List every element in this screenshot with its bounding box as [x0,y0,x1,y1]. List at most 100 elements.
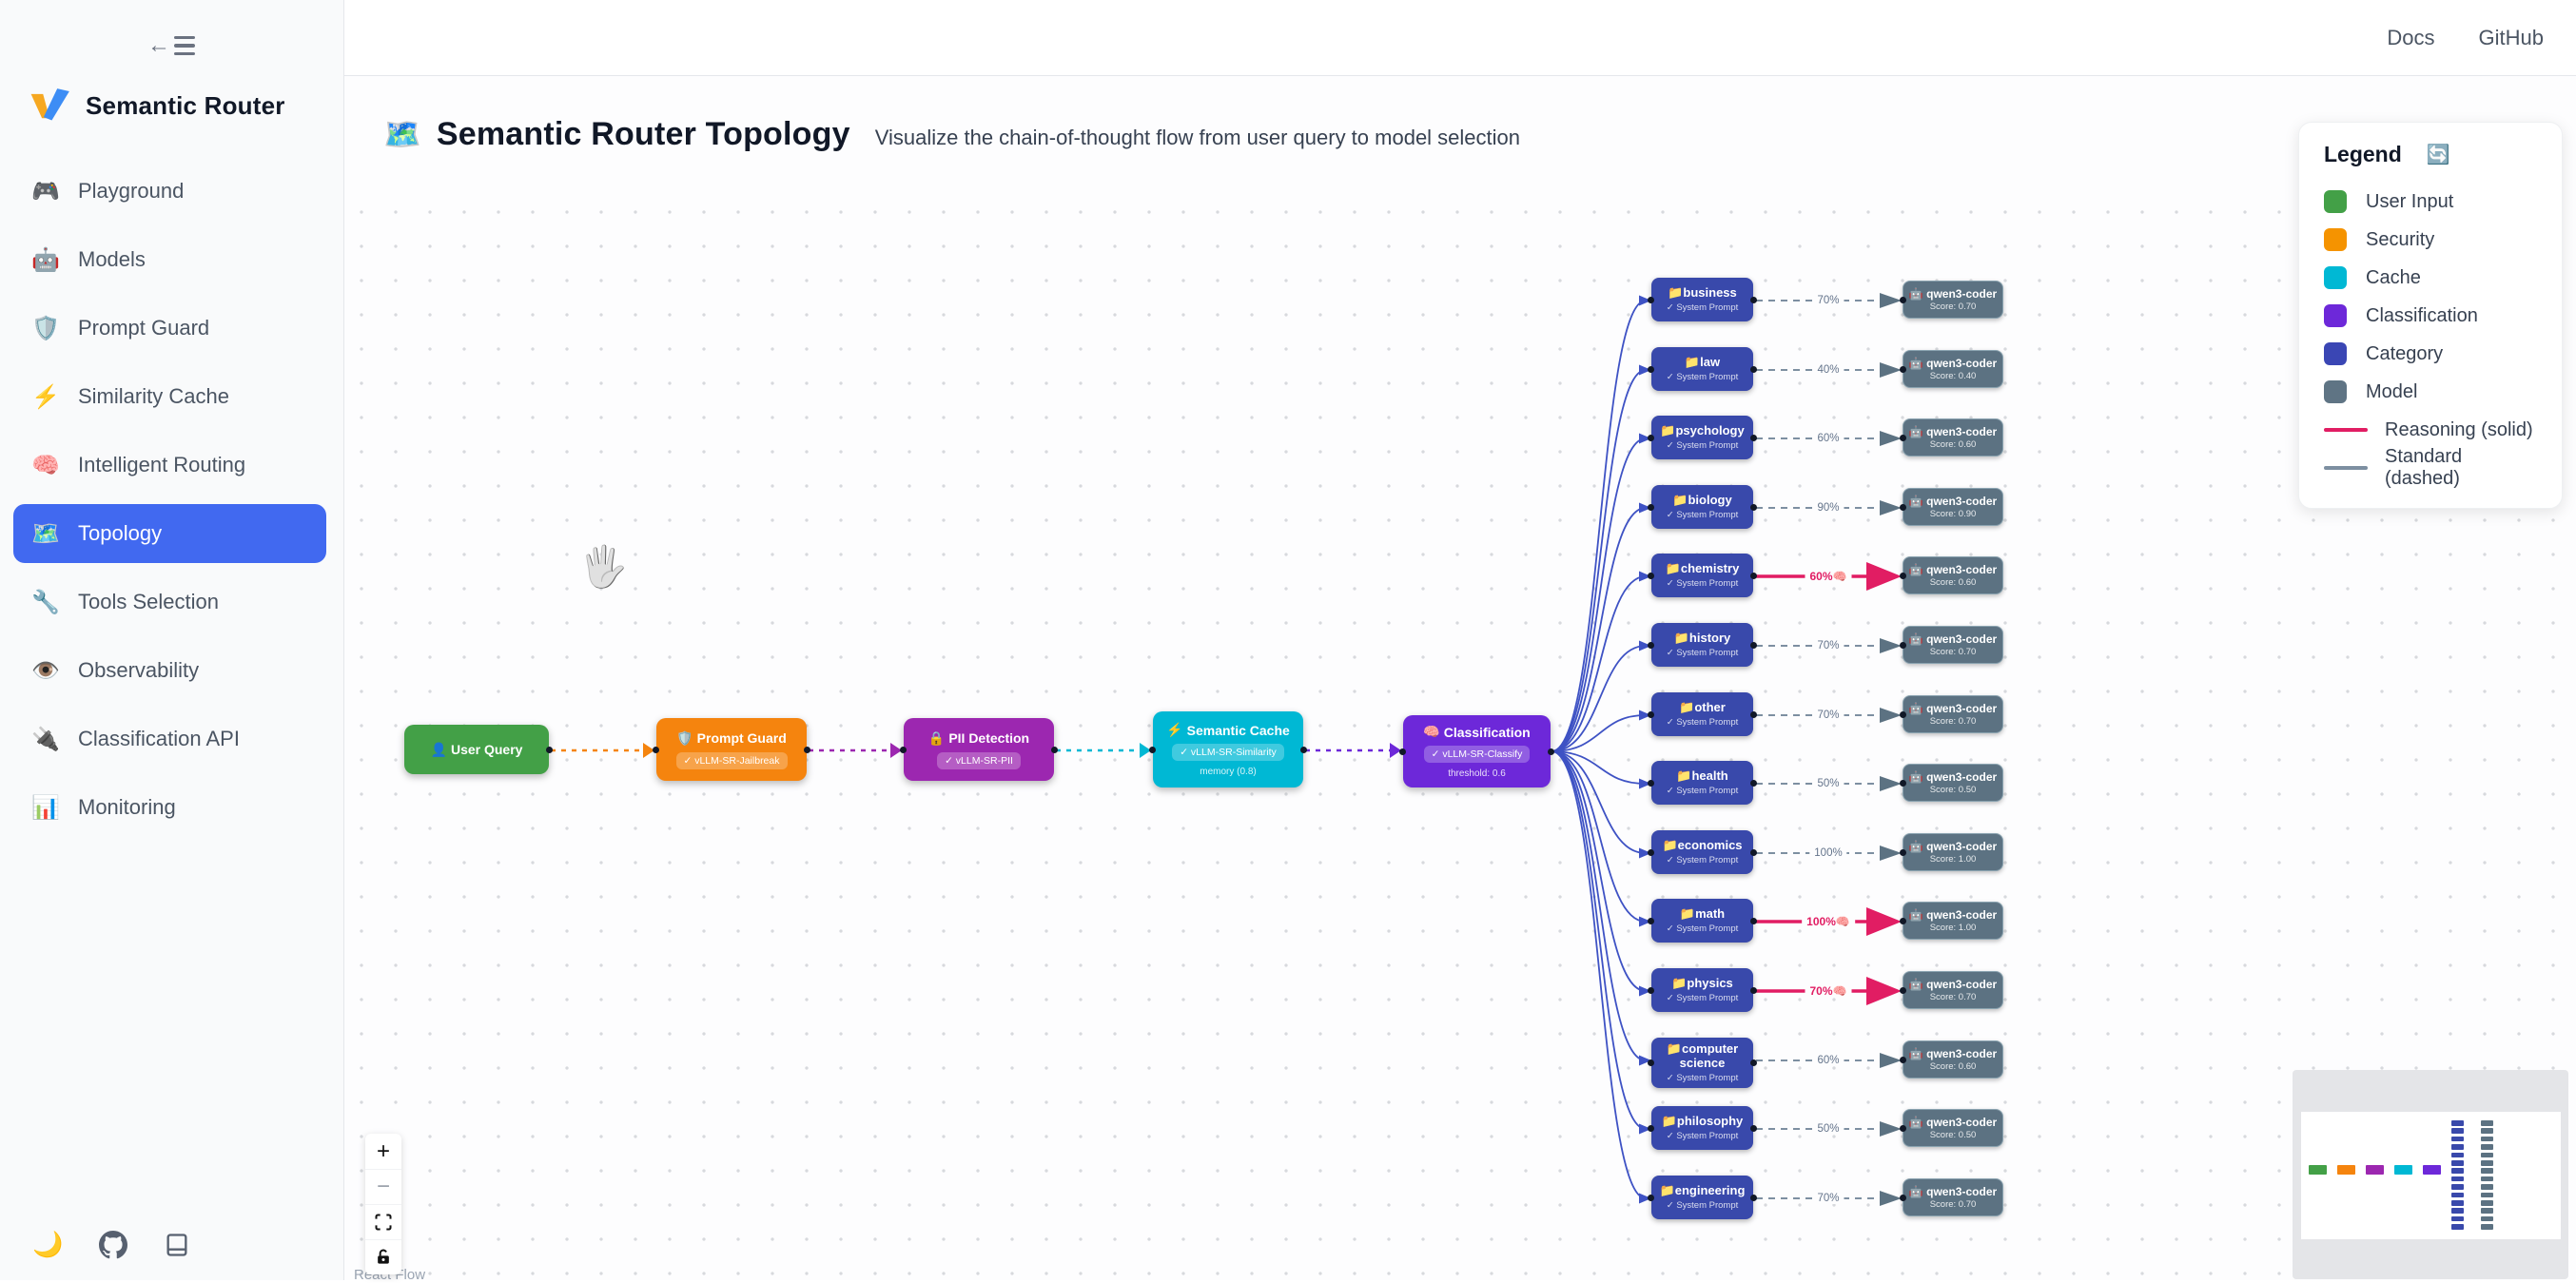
edge-percent-label: 70% [1812,1193,1844,1204]
lock-interactivity-button[interactable] [365,1239,401,1274]
model-node-economics[interactable]: 🤖 qwen3-coder Score: 1.00 [1900,833,2003,871]
category-node-business[interactable]: 📁business ✓ System Prompt [1648,278,1757,321]
folder-icon: 📁 [1662,838,1678,853]
model-title: 🤖 qwen3-coder [1908,1047,1998,1060]
folder-icon: 📁 [1661,1114,1677,1129]
model-score: Score: 0.70 [1929,647,1977,657]
folder-icon: 📁 [1660,423,1676,438]
category-node-physics[interactable]: 📁physics ✓ System Prompt [1648,968,1757,1012]
model-node-physics[interactable]: 🤖 qwen3-coder Score: 0.70 [1900,971,2003,1009]
robot-icon: 🤖 [1908,287,1923,301]
sidebar-item-monitoring[interactable]: 📊 Monitoring [13,778,326,837]
robot-icon: 🤖 [1908,702,1923,715]
sidebar-collapse-button[interactable]: ← [143,29,200,63]
category-title: 📁philosophy [1661,1114,1744,1129]
category-node-psychology[interactable]: 📁psychology ✓ System Prompt [1648,416,1757,459]
model-badge: ✓ vLLM-SR-Jailbreak [675,751,788,769]
category-node-engineering[interactable]: 📁engineering ✓ System Prompt [1648,1176,1757,1219]
model-title: 🤖 qwen3-coder [1908,495,1998,508]
pipeline-node-prompt-guard[interactable]: 🛡️Prompt Guard ✓ vLLM-SR-Jailbreak [653,718,810,781]
sidebar-item-icon: 🧠 [31,452,60,478]
minimap[interactable] [2293,1070,2568,1279]
robot-icon: 🤖 [1908,563,1923,576]
category-node-law[interactable]: 📁law ✓ System Prompt [1648,347,1757,391]
model-node-chemistry[interactable]: 🤖 qwen3-coder Score: 0.60 [1900,556,2003,594]
category-node-chemistry[interactable]: 📁chemistry ✓ System Prompt [1648,554,1757,597]
sidebar-item-prompt-guard[interactable]: 🛡️ Prompt Guard [13,299,326,358]
sidebar-item-label: Topology [78,521,163,545]
category-node-other[interactable]: 📁other ✓ System Prompt [1648,692,1757,736]
model-title: 🤖 qwen3-coder [1908,908,1998,922]
github-link[interactable]: GitHub [2478,25,2544,49]
minimap-node [2481,1128,2493,1134]
sidebar-item-label: Playground [78,179,185,203]
zoom-in-button[interactable]: + [376,1137,390,1164]
sidebar-item-playground[interactable]: 🎮 Playground [13,162,326,221]
category-node-economics[interactable]: 📁economics ✓ System Prompt [1648,830,1757,874]
docs-link[interactable]: Docs [2387,25,2435,49]
pipeline-node-user-query[interactable]: 👤User Query [404,725,553,774]
model-node-math[interactable]: 🤖 qwen3-coder Score: 1.00 [1900,902,2003,940]
sidebar-item-topology[interactable]: 🗺️ Topology [13,504,326,563]
model-node-engineering[interactable]: 🤖 qwen3-coder Score: 0.70 [1900,1178,2003,1216]
github-icon[interactable] [99,1230,128,1259]
folder-icon: 📁 [1671,976,1688,991]
category-system-prompt: ✓ System Prompt [1666,577,1739,589]
model-node-psychology[interactable]: 🤖 qwen3-coder Score: 0.60 [1900,418,2003,457]
minimap-node [2451,1168,2464,1174]
edge-percent-label: 40% [1812,364,1844,376]
legend-item: Classification [2324,297,2537,335]
category-node-health[interactable]: 📁health ✓ System Prompt [1648,761,1757,805]
zoom-out-button[interactable]: − [365,1169,401,1204]
legend-item-label: Cache [2366,266,2421,288]
topology-canvas[interactable]: 🗺️ Semantic Router Topology Visualize th… [344,76,2576,1283]
robot-icon: 🤖 [1908,1116,1923,1129]
legend-color-swatch [2324,342,2347,365]
pipeline-node-classification[interactable]: 🧠Classification ✓ vLLM-SR-Classify thres… [1399,715,1554,787]
model-node-philosophy[interactable]: 🤖 qwen3-coder Score: 0.50 [1900,1109,2003,1147]
model-node-biology[interactable]: 🤖 qwen3-coder Score: 0.90 [1900,488,2003,526]
category-node-biology[interactable]: 📁biology ✓ System Prompt [1648,485,1757,529]
model-title: 🤖 qwen3-coder [1908,1116,1998,1129]
edge-percent-label: 70% [1812,710,1844,721]
pipeline-node-pii-detection[interactable]: 🔒PII Detection ✓ vLLM-SR-PII [900,718,1058,781]
category-system-prompt: ✓ System Prompt [1666,509,1739,520]
minimap-viewport[interactable] [2301,1112,2561,1239]
category-title: 📁psychology [1660,423,1745,438]
minimap-node [2337,1165,2355,1175]
sidebar-item-tools-selection[interactable]: 🔧 Tools Selection [13,573,326,632]
edge-percent-label: 90% [1812,502,1844,514]
model-node-other[interactable]: 🤖 qwen3-coder Score: 0.70 [1900,695,2003,733]
refresh-icon[interactable]: 🔄 [2426,145,2450,165]
flow-nodes-layer: 👤User Query 🛡️Prompt Guard ✓ vLLM-SR-Jai… [344,76,2576,1280]
category-node-philosophy[interactable]: 📁philosophy ✓ System Prompt [1648,1106,1757,1150]
category-node-history[interactable]: 📁history ✓ System Prompt [1648,623,1757,667]
category-node-computer-science[interactable]: 📁computer science ✓ System Prompt [1648,1038,1757,1088]
sidebar-item-similarity-cache[interactable]: ⚡ Similarity Cache [13,367,326,426]
reasoning-brain-icon: 🧠 [1832,570,1847,583]
pipeline-node-semantic-cache[interactable]: ⚡Semantic Cache ✓ vLLM-SR-Similarity mem… [1149,711,1307,787]
minimap-node [2481,1192,2493,1198]
edge-percent-label: 60% [1812,1055,1844,1066]
model-node-computer-science[interactable]: 🤖 qwen3-coder Score: 0.60 [1900,1040,2003,1079]
minimap-node [2366,1165,2384,1175]
model-node-health[interactable]: 🤖 qwen3-coder Score: 0.50 [1900,764,2003,802]
model-node-law[interactable]: 🤖 qwen3-coder Score: 0.40 [1900,350,2003,388]
fit-view-button[interactable] [365,1204,401,1239]
sidebar-item-observability[interactable]: 👁️ Observability [13,641,326,700]
model-badge: ✓ vLLM-SR-Classify [1423,746,1531,763]
sidebar-item-intelligent-routing[interactable]: 🧠 Intelligent Routing [13,436,326,495]
shield-icon: 🛡️ [676,729,693,746]
category-node-math[interactable]: 📁math ✓ System Prompt [1648,899,1757,943]
model-node-business[interactable]: 🤖 qwen3-coder Score: 0.70 [1900,281,2003,319]
reasoning-brain-icon: 🧠 [1835,915,1850,928]
sidebar-item-models[interactable]: 🤖 Models [13,230,326,289]
model-node-history[interactable]: 🤖 qwen3-coder Score: 0.70 [1900,626,2003,664]
category-system-prompt: ✓ System Prompt [1666,1072,1739,1083]
sidebar-item-classification-api[interactable]: 🔌 Classification API [13,710,326,768]
legend-item-label: Model [2366,380,2418,402]
theme-toggle-moon-icon[interactable]: 🌙 [32,1230,64,1258]
model-score: Score: 0.70 [1929,716,1977,727]
docs-book-icon[interactable] [164,1231,190,1259]
category-title: 📁chemistry [1665,561,1740,576]
